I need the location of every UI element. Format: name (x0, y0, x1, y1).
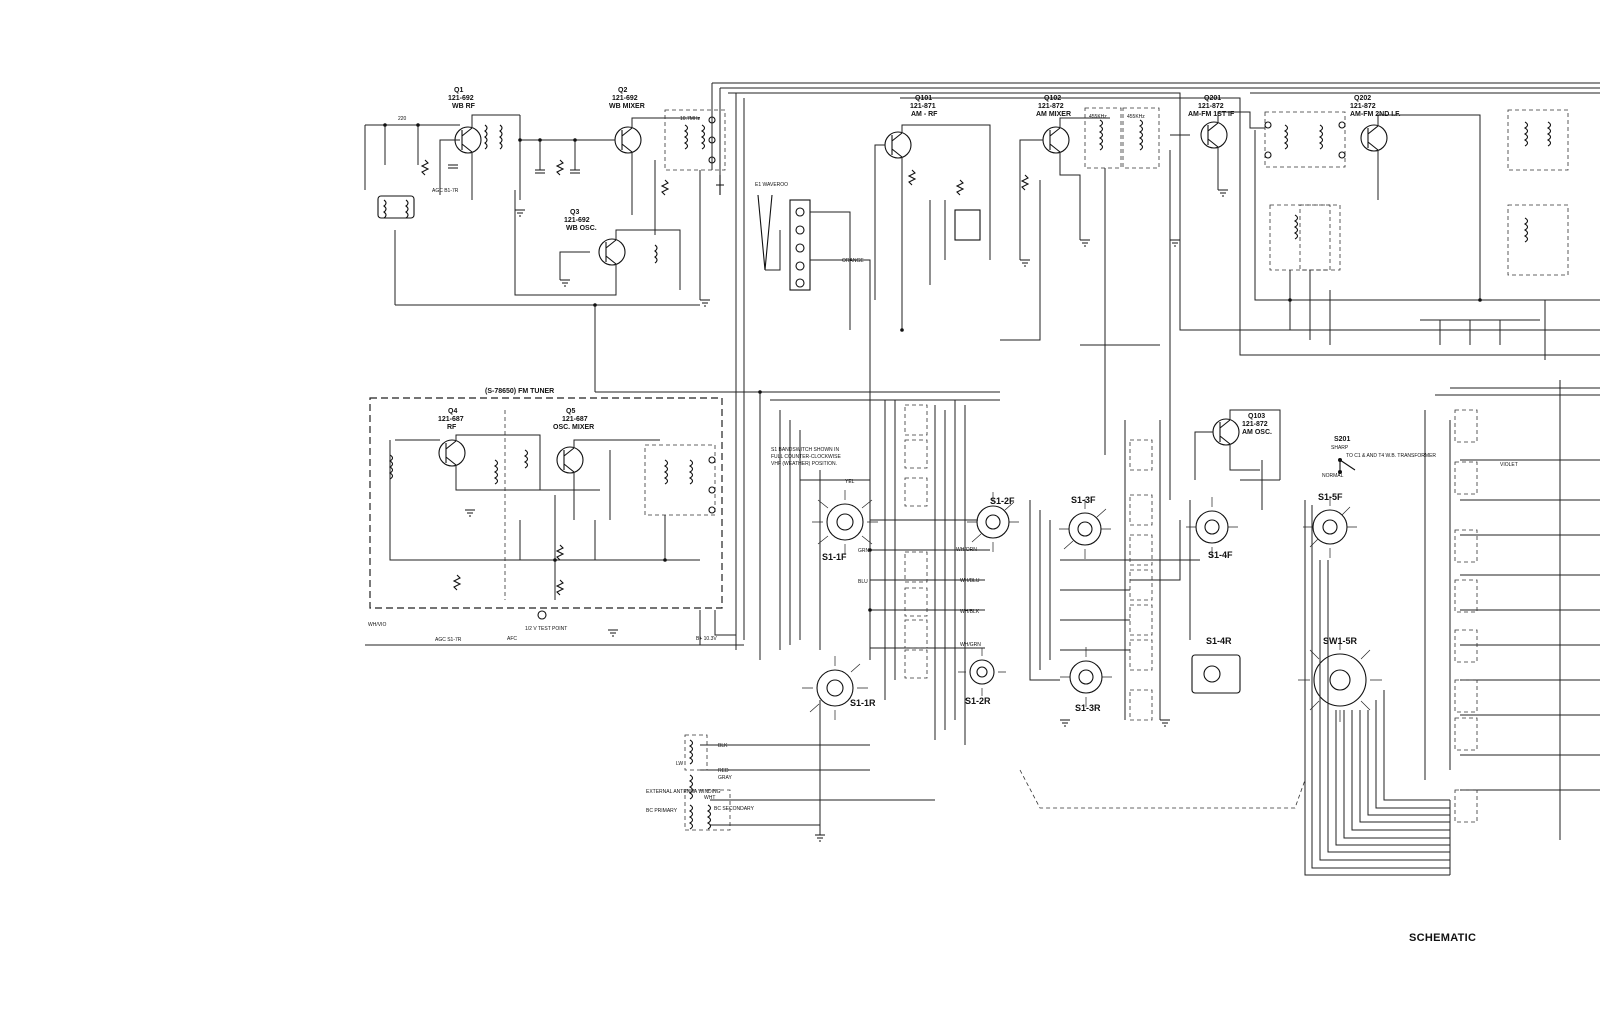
wire-violet: VIOLET (1500, 462, 1518, 468)
ext-antenna-label: EXTERNAL ANTENNA WINDING (646, 789, 721, 795)
q4-part: 121-687 (438, 416, 464, 423)
ground-symbols (465, 189, 1228, 842)
q3-part: 121-692 (564, 217, 590, 224)
q1-part: 121-692 (448, 95, 474, 102)
wire-wht: WHT (704, 795, 715, 801)
wire-wh-blu: WH/BLU (960, 578, 980, 584)
wire-blk: BLK (718, 743, 728, 749)
q4-role: RF (447, 424, 457, 431)
to-transformer-label: TO C1 & AND T4 W.B. TRANSFORMER (1346, 453, 1436, 459)
bandswitch-note-line-1: S1 BANDSWITCH SHOWN IN (771, 447, 839, 453)
q3-role: WB OSC. (566, 225, 597, 232)
t3-freq-label: 10.7MHz (680, 116, 701, 122)
wire-red: RED (718, 768, 729, 774)
s1-2f-label: S1-2F (990, 496, 1015, 506)
q102-role: AM MIXER (1036, 111, 1071, 118)
q5-role: OSC. MIXER (553, 424, 594, 431)
lw-label: LW (676, 761, 683, 767)
wb-section (364, 109, 726, 392)
rg174u-label: 220 (398, 116, 407, 122)
q2-label: Q2 (618, 87, 627, 94)
wire-wh-blk: WH/BLK (960, 609, 980, 615)
bc-secondary-label: BC SECONDARY (714, 806, 755, 812)
q3-label: Q3 (570, 209, 579, 216)
wire-wh-vio: WH/VIO (368, 622, 386, 628)
switch-wafers: S1-1F S1-2F S1-3F S1-4F S1-5F S1-1R S1-2… (802, 490, 1382, 722)
b-plus-label: B+ 10.3V (696, 636, 717, 642)
q103-part: 121-872 (1242, 421, 1268, 428)
q1-label: Q1 (454, 87, 463, 94)
s1-3r-label: S1-3R (1075, 703, 1101, 713)
fm-tuner-box: (S-78650) FM TUNER Q4 121-687 RF Q5 121-… (365, 388, 744, 646)
wire-wh-orn: WH/ORN (956, 547, 977, 553)
wire-gray: GRAY (718, 775, 732, 781)
t201-freq: 455KHz (1089, 114, 1107, 120)
q101-part: 121-871 (910, 103, 936, 110)
q201-role: AM-FM 1ST IF (1188, 111, 1235, 118)
wire-yel: YEL (845, 479, 855, 485)
am-osc-section: Q103 121-872 AM OSC. S201 SHARP NORMAL T… (1194, 409, 1436, 480)
sharp-label: SHARP (1331, 445, 1349, 451)
normal-label: NORMAL (1322, 473, 1344, 479)
orange-wire-label: ORANGE (842, 258, 864, 264)
q5-part: 121-687 (562, 416, 588, 423)
am-rf-section: Q101 121-871 AM - RF Q102 121-872 AM MIX… (874, 95, 1171, 346)
afc-label: AFC (507, 636, 517, 642)
s1-3f-label: S1-3F (1071, 495, 1096, 505)
wire-wh-grn: WH/GRN (960, 642, 981, 648)
s1-1r-label: S1-1R (850, 698, 876, 708)
bandswitch-note-line-2: FULL COUNTER-CLOCKWISE (771, 454, 841, 460)
wire-color-labels: YEL GRN BLU WH/BLU WH/BLK WH/GRN WH/ORN … (368, 462, 1518, 801)
t202-freq: 455KHz (1127, 114, 1145, 120)
fm-tuner-title: (S-78650) FM TUNER (485, 388, 554, 395)
agc-wb-label: AGC B1-7R (432, 188, 459, 194)
s1-4r-label: S1-4R (1206, 636, 1232, 646)
antenna-coils: LW EXTERNAL ANTENNA WINDING BC PRIMARY B… (646, 734, 755, 831)
q101-label: Q101 (915, 95, 932, 102)
wb-labels: Q1 121-692 WB RF Q2 121-692 WB MIXER Q3 … (398, 87, 701, 232)
test-point-label: 1/2 V TEST POINT (525, 626, 567, 632)
bandswitch-note: S1 BANDSWITCH SHOWN IN FULL COUNTER-CLOC… (771, 447, 841, 467)
wire-blu: BLU (858, 579, 868, 585)
q201-part: 121-872 (1198, 103, 1224, 110)
q4-label: Q4 (448, 408, 457, 415)
s1-1f-label: S1-1F (822, 552, 847, 562)
junction-dots (383, 123, 1482, 612)
q101-role: AM - RF (911, 111, 938, 118)
coil-stacks (904, 204, 1478, 823)
top-bus-wires (711, 82, 1600, 650)
q2-role: WB MIXER (609, 103, 645, 110)
agc-fm-label: AGC S1-7R (435, 637, 462, 643)
q201-label: Q201 (1204, 95, 1221, 102)
sw1-5r-label: SW1-5R (1323, 636, 1358, 646)
q2-part: 121-692 (612, 95, 638, 102)
bc-primary-label: BC PRIMARY (646, 808, 678, 814)
wire-grn: GRN (858, 548, 870, 554)
if-section: Q201 121-872 AM-FM 1ST IF Q202 121-872 A… (1170, 95, 1600, 345)
q202-label: Q202 (1354, 95, 1371, 102)
s1-2r-label: S1-2R (965, 696, 991, 706)
q103-label: Q103 (1248, 413, 1265, 420)
q102-label: Q102 (1044, 95, 1061, 102)
s1-5f-label: S1-5F (1318, 492, 1343, 502)
bandswitch-note-line-3: VHF (WEATHER) POSITION. (771, 461, 837, 467)
q103-role: AM OSC. (1242, 429, 1272, 436)
q5-label: Q5 (566, 408, 575, 415)
q202-part: 121-872 (1350, 103, 1376, 110)
s201-label: S201 (1334, 436, 1350, 443)
s1-4f-label: S1-4F (1208, 550, 1233, 560)
switch-wiring (595, 240, 1600, 876)
q202-role: AM-FM 2ND I.F. (1350, 111, 1401, 118)
q102-part: 121-872 (1038, 103, 1064, 110)
q1-role: WB RF (452, 103, 476, 110)
waveroo-antenna: E1 WAVEROO ORANGE (755, 182, 871, 660)
e1-label: E1 WAVEROO (755, 182, 788, 188)
schematic-caption: SCHEMATIC (1409, 932, 1477, 944)
